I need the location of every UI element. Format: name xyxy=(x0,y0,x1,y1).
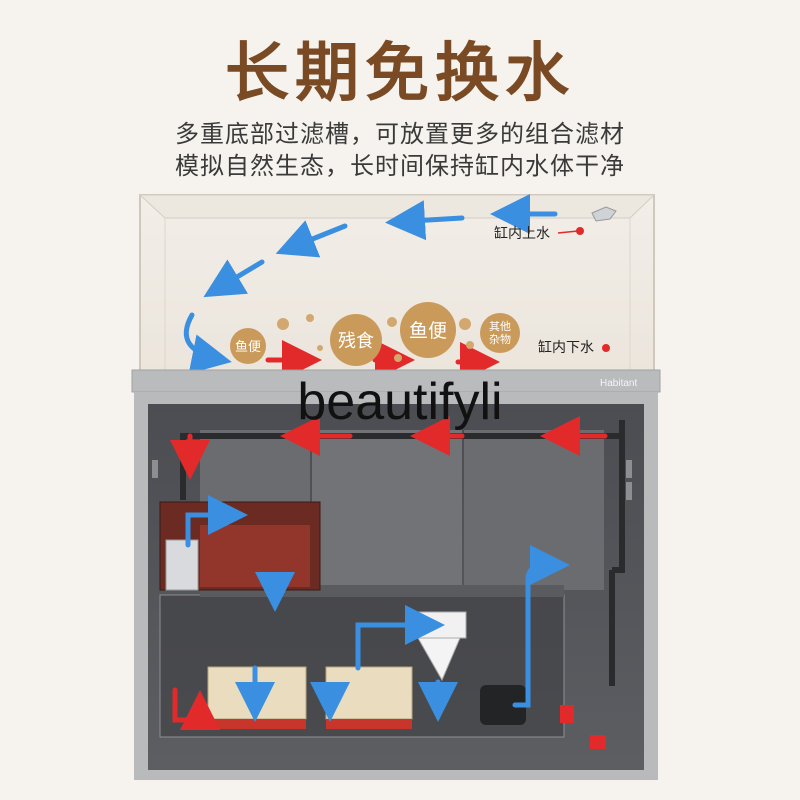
debris-bubbles: 鱼便 残食 鱼便 其他 杂物 xyxy=(230,302,520,366)
brand-label: Habitant xyxy=(600,378,637,389)
outlet-label: 缸内下水 xyxy=(538,339,594,356)
bubble-other-debris-2: 杂物 xyxy=(489,332,511,346)
bubble-other-debris-1: 其他 xyxy=(489,320,511,333)
cabinet-flow-red xyxy=(170,416,608,730)
tank-flow-red xyxy=(265,340,500,382)
tank-flow xyxy=(183,194,558,374)
cabinet-flow-blue xyxy=(185,495,570,722)
bubble-leftover-food: 残食 xyxy=(338,331,374,352)
description-line-2: 模拟自然生态，长时间保持缸内水体干净 xyxy=(175,152,625,180)
bubble-fish-waste-large: 鱼便 xyxy=(409,320,447,342)
watermark-text: beautifyli xyxy=(297,373,503,431)
description-line-1: 多重底部过滤槽，可放置更多的组合滤材 xyxy=(175,120,625,148)
sump xyxy=(159,501,606,749)
tank-labels: 缸内上水 缸内下水 xyxy=(494,225,610,356)
inlet-label: 缸内上水 xyxy=(494,225,550,242)
bubble-fish-waste-small: 鱼便 xyxy=(235,339,261,355)
headline: 长期免换水 xyxy=(225,37,575,111)
